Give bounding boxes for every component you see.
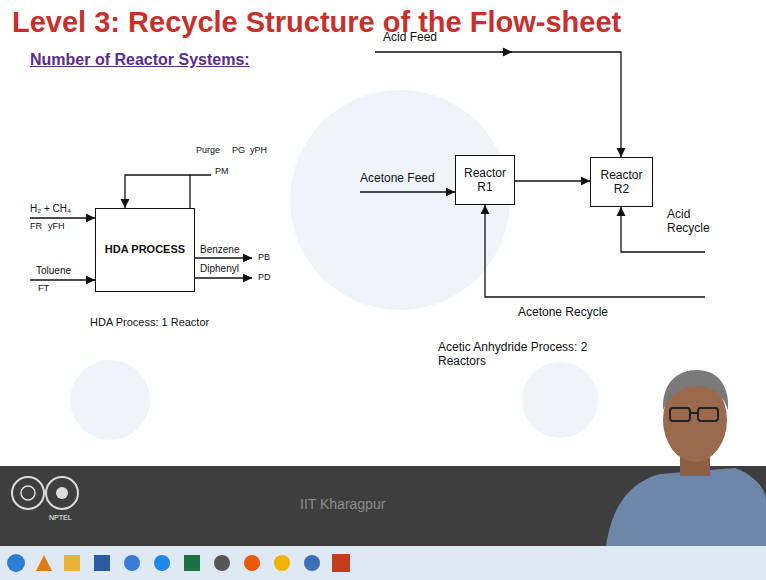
presenter bbox=[606, 370, 766, 546]
app-icon bbox=[274, 555, 290, 571]
start-icon bbox=[7, 554, 25, 572]
stream-label: Purge bbox=[196, 145, 220, 156]
logo bbox=[12, 477, 44, 509]
reactor-box: Reactor R2 bbox=[590, 157, 653, 207]
watermark-circle bbox=[70, 360, 150, 440]
purge-line bbox=[190, 175, 211, 208]
caption: HDA Process: 1 Reactor bbox=[90, 316, 209, 329]
hair bbox=[663, 370, 728, 410]
stream-label: Acid Recycle bbox=[667, 207, 719, 236]
shirt bbox=[606, 468, 766, 546]
app-icon bbox=[94, 555, 110, 571]
feed-arrow bbox=[30, 279, 95, 280]
app-icon bbox=[64, 555, 80, 571]
product-arrow bbox=[195, 257, 252, 258]
stream-label: yFH bbox=[48, 221, 65, 232]
recycle-arrow bbox=[125, 175, 190, 208]
stream-lines bbox=[30, 52, 705, 297]
stream-label: Diphenyl bbox=[200, 263, 239, 275]
reactor-box: Reactor R1 bbox=[455, 155, 515, 205]
stream-label: yPH bbox=[250, 145, 267, 156]
logo bbox=[46, 477, 78, 509]
box-label: Reactor R2 bbox=[598, 168, 646, 197]
logo-text: NPTEL bbox=[49, 514, 72, 522]
process-box: HDA PROCESS bbox=[95, 208, 195, 292]
caption: Acetic Anhydride Process: 2 Reactors bbox=[438, 340, 603, 369]
stream-label: PG bbox=[232, 145, 245, 156]
stream-label: Acetone Feed bbox=[360, 171, 435, 185]
stream-label: FT bbox=[38, 283, 49, 294]
feed-arrow bbox=[30, 217, 95, 218]
taskbar-icons bbox=[7, 554, 350, 572]
acetone-feed-arrow bbox=[360, 191, 455, 192]
glasses bbox=[690, 412, 698, 414]
flow-arrow bbox=[500, 51, 512, 52]
stream-label: FR bbox=[30, 221, 42, 232]
logo bbox=[56, 487, 68, 499]
footer-band bbox=[0, 466, 766, 546]
stream-label: Benzene bbox=[200, 244, 239, 256]
app-icon bbox=[214, 555, 230, 571]
stream-label: Acid Feed bbox=[383, 30, 437, 44]
acid-feed-line bbox=[375, 52, 621, 157]
logo bbox=[21, 486, 35, 500]
glasses bbox=[698, 408, 718, 421]
stream-label: H₂ + CH₄ bbox=[30, 203, 71, 215]
app-icon bbox=[332, 554, 350, 572]
watermark-circle bbox=[522, 362, 598, 438]
app-icon bbox=[154, 555, 170, 571]
app-icon bbox=[184, 555, 200, 571]
box-label: Reactor R1 bbox=[461, 166, 509, 195]
app-icon bbox=[36, 555, 52, 571]
glasses bbox=[670, 408, 690, 421]
stream-label: PB bbox=[258, 252, 270, 263]
stream-label: Acetone Recycle bbox=[518, 305, 608, 319]
subtitle: Number of Reactor Systems: bbox=[30, 50, 250, 69]
stream-label: PD bbox=[258, 272, 271, 283]
box-label: HDA PROCESS bbox=[105, 243, 185, 256]
stream-label: PM bbox=[215, 166, 229, 177]
watermark bbox=[70, 90, 598, 440]
app-icon bbox=[124, 555, 140, 571]
taskbar bbox=[0, 546, 766, 580]
connector-arrow bbox=[515, 180, 590, 181]
slide-title: Level 3: Recycle Structure of the Flow-s… bbox=[12, 6, 621, 39]
product-arrow bbox=[195, 277, 252, 278]
app-icon bbox=[304, 555, 320, 571]
watermark-text: IIT Kharagpur bbox=[300, 496, 385, 513]
stream-label: Toluene bbox=[36, 265, 71, 277]
app-icon bbox=[244, 555, 260, 571]
